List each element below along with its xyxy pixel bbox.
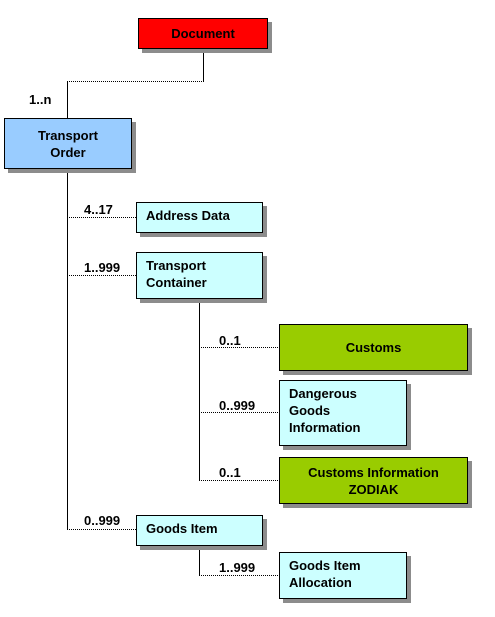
- dangerous-goods-label: Dangerous Goods Information: [289, 386, 361, 435]
- multiplicity-customs-zodiak: 0..1: [219, 465, 241, 480]
- customs-information-zodiak-label: Customs Information ZODIAK: [308, 464, 439, 497]
- transport-container-node: Transport Container: [136, 252, 263, 299]
- multiplicity-transport-order: 1..n: [29, 92, 52, 107]
- dangerous-goods-node: Dangerous Goods Information: [279, 380, 407, 446]
- document-node: Document: [138, 18, 268, 49]
- address-data-label: Address Data: [146, 208, 230, 223]
- goods-item-node: Goods Item: [136, 515, 263, 546]
- multiplicity-dangerous-goods: 0..999: [219, 398, 256, 413]
- goods-item-allocation-node: Goods Item Allocation: [279, 552, 407, 599]
- multiplicity-transport-container: 1..999: [84, 260, 121, 275]
- transport-order-node: Transport Order: [4, 118, 132, 169]
- customs-node: Customs: [279, 324, 468, 371]
- transport-order-label: Transport Order: [38, 127, 98, 160]
- document-label: Document: [171, 26, 235, 41]
- multiplicity-goods-item: 0..999: [84, 513, 121, 528]
- address-data-node: Address Data: [136, 202, 263, 233]
- transport-container-label: Transport Container: [146, 258, 207, 290]
- multiplicity-goods-item-allocation: 1..999: [219, 560, 256, 575]
- multiplicity-address-data: 4..17: [84, 202, 113, 217]
- goods-item-allocation-label: Goods Item Allocation: [289, 558, 361, 590]
- multiplicity-customs: 0..1: [219, 333, 241, 348]
- customs-information-zodiak-node: Customs Information ZODIAK: [279, 457, 468, 504]
- goods-item-label: Goods Item: [146, 521, 218, 536]
- customs-label: Customs: [345, 340, 402, 355]
